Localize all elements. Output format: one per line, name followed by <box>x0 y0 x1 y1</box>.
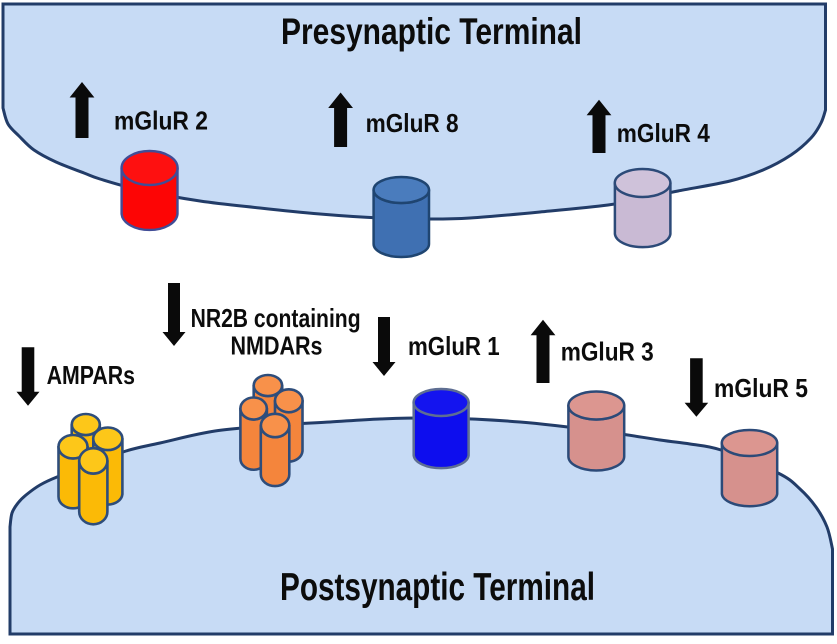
svg-text:NR2B containing: NR2B containing <box>191 303 361 333</box>
svg-text:mGluR 2: mGluR 2 <box>114 106 208 136</box>
svg-text:mGluR 4: mGluR 4 <box>617 118 710 148</box>
svg-text:Presynaptic Terminal: Presynaptic Terminal <box>281 11 582 52</box>
svg-text:mGluR 5: mGluR 5 <box>714 373 808 403</box>
svg-text:mGluR 1: mGluR 1 <box>408 331 500 361</box>
svg-text:NMDARs: NMDARs <box>231 331 323 361</box>
svg-text:Postsynaptic Terminal: Postsynaptic Terminal <box>280 566 595 609</box>
svg-text:AMPARs: AMPARs <box>47 360 135 390</box>
svg-text:mGluR 8: mGluR 8 <box>366 108 459 138</box>
svg-text:mGluR 3: mGluR 3 <box>561 337 654 367</box>
